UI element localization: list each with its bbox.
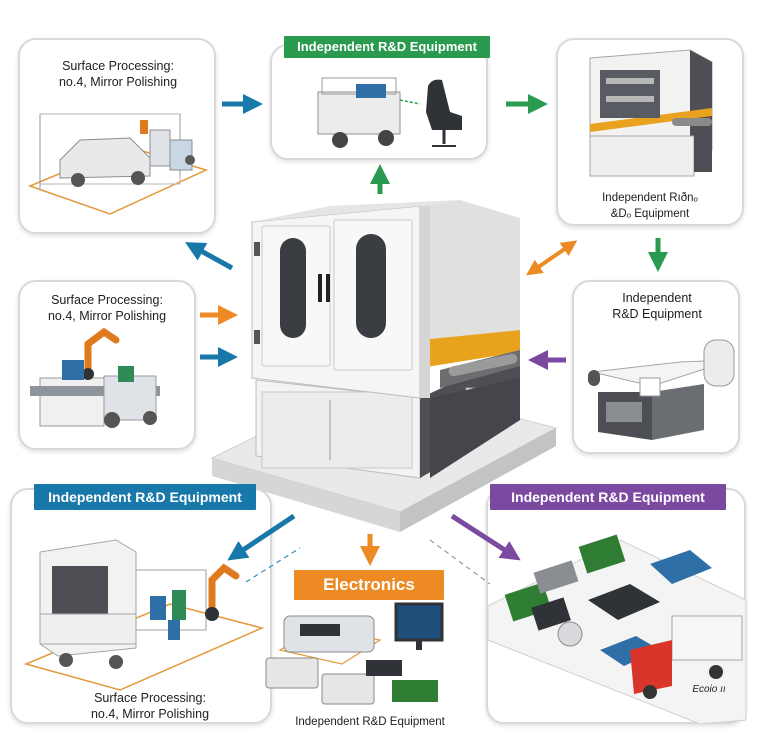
caption-mid-left: Surface Processing: no.4, Mirror Polishi… <box>47 293 167 323</box>
badge-bottom-left: Independent R&D Equipment <box>34 484 256 510</box>
automated-cell-illustration <box>23 539 265 691</box>
panel-top-left <box>18 38 216 234</box>
seat-assembly-illustration <box>317 77 462 148</box>
flow-arrows <box>184 94 668 585</box>
caption-top-right: Independent Rıðnₒ &Dₒ Equipment <box>602 192 698 220</box>
dashed-connector-left <box>245 547 301 583</box>
caption-bottom-center: Independent R&D Equipment <box>295 716 445 728</box>
circuit-board-logistics-illustration <box>487 534 747 725</box>
badge-top-center: Independent R&D Equipment <box>284 36 490 58</box>
roller-machine-illustration <box>588 339 735 440</box>
caption-bottom-right: Ecoio ıı <box>692 684 726 695</box>
caption-mid-right: Independent R&D Equipment <box>612 291 702 321</box>
arrow-machine-to-bottomright <box>450 513 521 561</box>
arrow-machine-to-topleft <box>184 242 234 271</box>
arrow-machine-to-bottomleft <box>227 513 296 561</box>
car-assembly-line-illustration <box>27 113 209 215</box>
badge-bottom-center: Electronics <box>294 570 444 600</box>
robot-arm-station-illustration <box>30 327 160 428</box>
arrow-machine-topright-bidirectional <box>526 240 578 276</box>
enclosed-machine-illustration <box>589 49 713 177</box>
caption-bottom-left: Surface Processing: no.4, Mirror Polishi… <box>90 691 210 721</box>
dashed-connector-right <box>429 539 491 585</box>
electronic-components-illustration <box>265 602 444 705</box>
caption-top-left: Surface Processing: no.4, Mirror Polishi… <box>58 59 178 89</box>
badge-bottom-right: Independent R&D Equipment <box>490 484 726 510</box>
central-machine-illustration <box>210 200 558 532</box>
